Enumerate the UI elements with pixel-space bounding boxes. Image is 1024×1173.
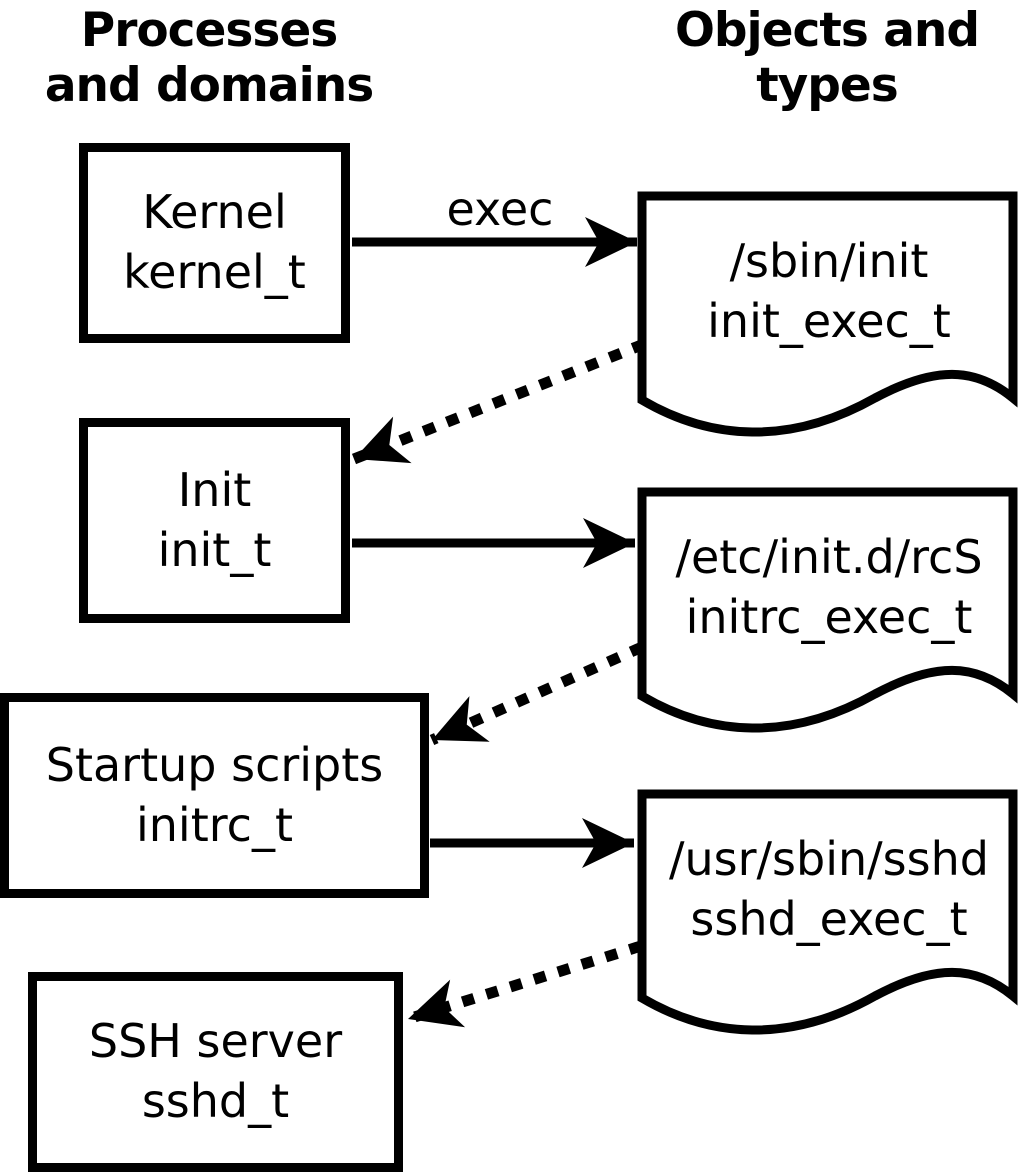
process-label: Startup scripts <box>45 737 384 792</box>
process-box-startup-scripts: Startup scripts initrc_t <box>0 693 429 898</box>
process-box-init: Init init_t <box>79 418 350 623</box>
transition-arrow-sshd-exec-to-sshd-t <box>406 940 643 1028</box>
process-box-ssh-server: SSH server sshd_t <box>28 972 403 1172</box>
transition-arrow-initrc-exec-to-initrc-t <box>429 641 645 746</box>
header-processes-line1: Processes <box>80 3 338 58</box>
document-shape-etc-initd-rcs <box>637 487 1018 733</box>
header-objects-and-types: Objects and types <box>636 3 1018 113</box>
process-domain: init_t <box>157 522 272 577</box>
process-label: SSH server <box>88 1014 343 1069</box>
header-objects-line1: Objects and <box>674 3 980 58</box>
process-label: Kernel <box>142 185 287 240</box>
process-domain: kernel_t <box>123 245 306 299</box>
document-shape-sbin-init <box>637 191 1018 437</box>
process-domain: initrc_t <box>136 797 293 852</box>
transition-arrow-init-exec-to-init-t <box>351 338 647 465</box>
exec-arrow-label: exec <box>446 182 554 236</box>
header-objects-line2: types <box>756 57 899 113</box>
process-domain: sshd_t <box>141 1074 290 1128</box>
document-shape-usr-sbin-sshd <box>637 789 1018 1035</box>
header-processes-line2: and domains <box>44 57 374 113</box>
process-box-kernel: Kernel kernel_t <box>79 143 350 343</box>
process-label: Init <box>177 462 252 517</box>
header-processes-and-domains: Processes and domains <box>13 3 405 113</box>
